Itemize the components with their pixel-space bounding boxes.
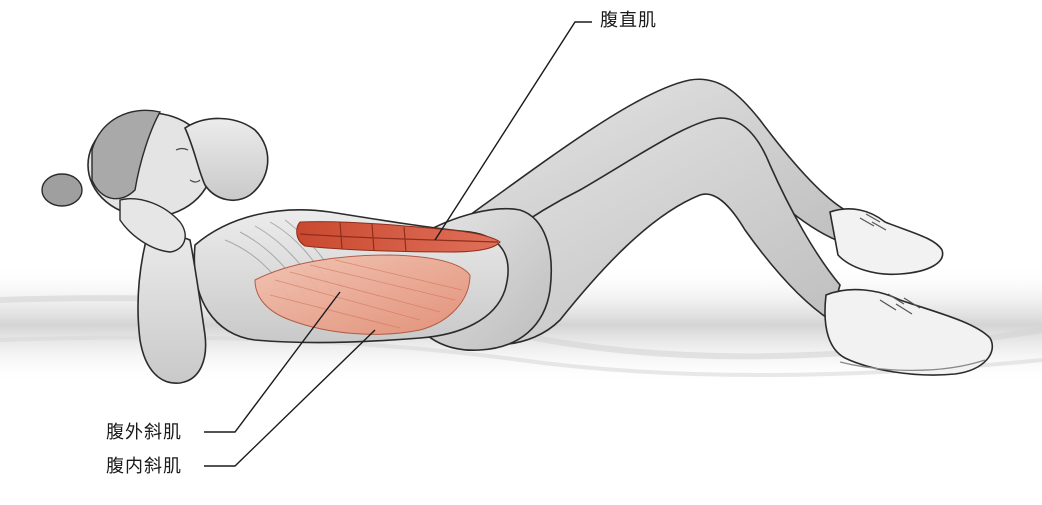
front-shoe xyxy=(824,288,994,376)
head xyxy=(41,109,213,218)
external-oblique-label: 腹外斜肌 xyxy=(106,422,182,443)
rectus-abdominis-muscle xyxy=(296,221,501,253)
leader-line-external-oblique xyxy=(204,291,341,433)
internal-oblique-label: 腹内斜肌 xyxy=(106,456,182,477)
upper-arm xyxy=(119,117,269,253)
leader-line-internal-oblique xyxy=(204,329,376,467)
back-shoe xyxy=(829,208,944,276)
leader-lines xyxy=(204,21,592,467)
oblique-muscle xyxy=(254,254,471,335)
leader-line-rectus xyxy=(434,21,592,241)
rectus-abdominis-label: 腹直肌 xyxy=(600,10,657,31)
lower-arm xyxy=(137,223,207,384)
